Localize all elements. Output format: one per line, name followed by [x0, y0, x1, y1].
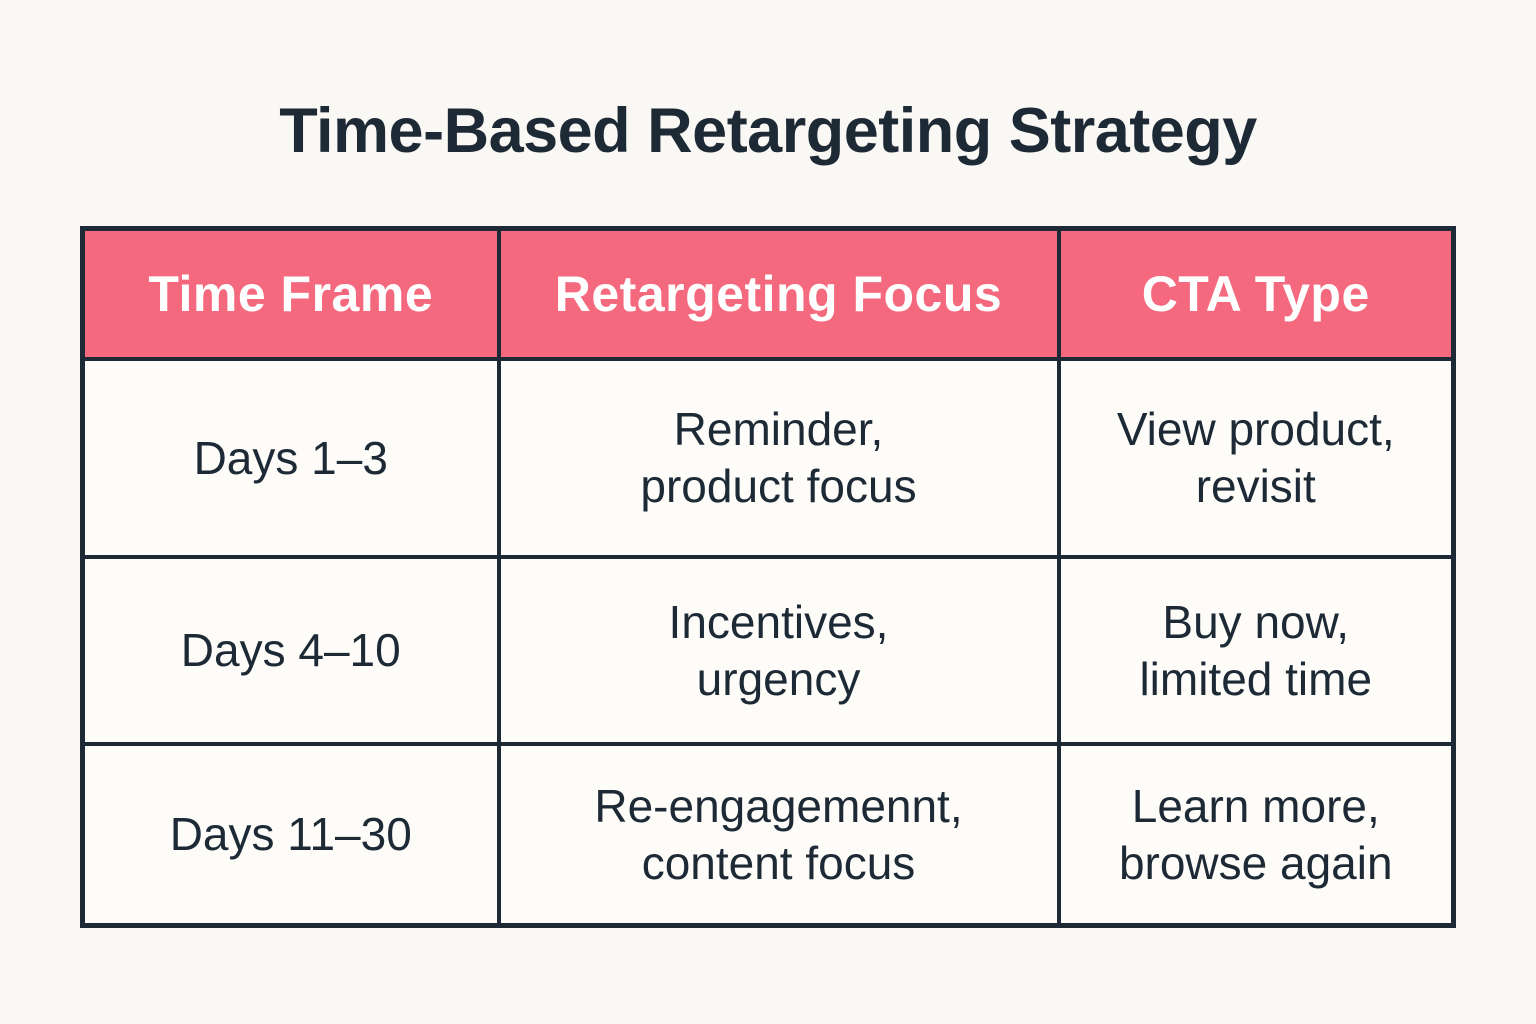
- table-row-days-11-30: Days 11–30 Re-engagemennt, content focus…: [80, 742, 1456, 928]
- table-row-days-4-10: Days 4–10 Incentives, urgency Buy now, l…: [80, 555, 1456, 747]
- cell-days-1-3-cta-type: View product, revisit: [1056, 357, 1456, 560]
- column-header-time-frame: Time Frame: [80, 226, 501, 362]
- cell-days-11-30-time-frame: Days 11–30: [80, 742, 501, 928]
- retargeting-strategy-table: Time Frame Retargeting Focus CTA Type Da…: [80, 226, 1456, 929]
- table-header-row: Time Frame Retargeting Focus CTA Type: [80, 226, 1456, 362]
- cell-days-4-10-time-frame: Days 4–10: [80, 555, 501, 747]
- column-header-retargeting-focus: Retargeting Focus: [496, 226, 1061, 362]
- cell-days-4-10-retargeting-focus: Incentives, urgency: [496, 555, 1061, 747]
- column-header-cta-type: CTA Type: [1056, 226, 1456, 362]
- table-header: Time Frame Retargeting Focus CTA Type: [80, 226, 1456, 362]
- table-row-days-1-3: Days 1–3 Reminder, product focus View pr…: [80, 357, 1456, 560]
- cell-days-11-30-retargeting-focus: Re-engagemennt, content focus: [496, 742, 1061, 928]
- table-body: Days 1–3 Reminder, product focus View pr…: [80, 357, 1456, 928]
- cell-days-1-3-time-frame: Days 1–3: [80, 357, 501, 560]
- cell-days-1-3-retargeting-focus: Reminder, product focus: [496, 357, 1061, 560]
- cell-days-11-30-cta-type: Learn more, browse again: [1056, 742, 1456, 928]
- page-title: Time-Based Retargeting Strategy: [279, 96, 1257, 166]
- cell-days-4-10-cta-type: Buy now, limited time: [1056, 555, 1456, 747]
